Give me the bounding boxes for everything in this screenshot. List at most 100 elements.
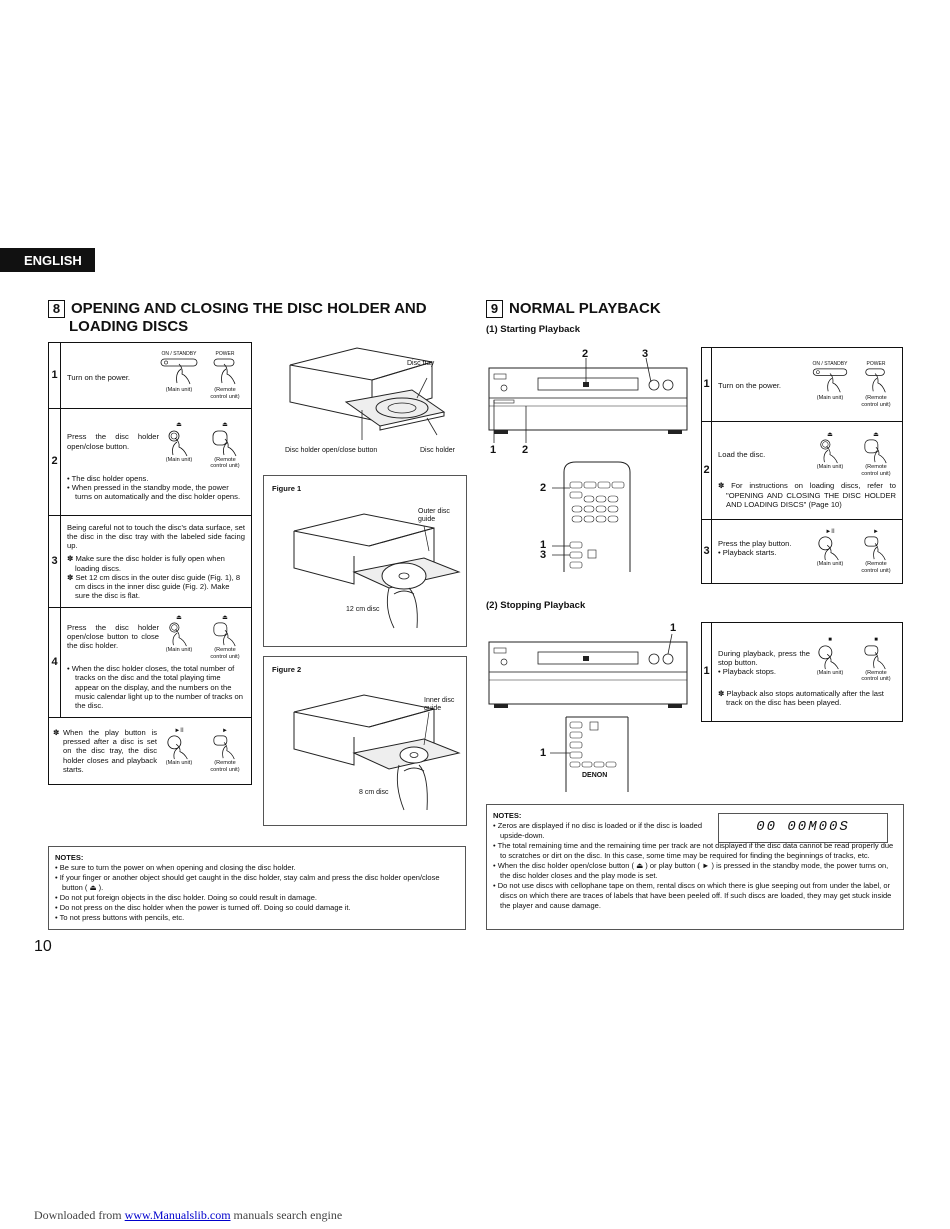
figure-label: Figure 1 xyxy=(272,484,302,493)
note-item: • Do not press on the disc holder when t… xyxy=(55,903,351,912)
main-unit-front-illustration xyxy=(488,357,688,443)
note-item: • If your finger or another object shoul… xyxy=(55,873,440,892)
manualslib-link[interactable]: www.Manualslib.com xyxy=(124,1208,231,1222)
step-text: Turn on the power. xyxy=(67,372,131,382)
stopping-playback-figure: 1 1 DENON xyxy=(486,622,691,792)
callout-number: 3 xyxy=(540,549,547,561)
section-8-steps: 1 Turn on the power. ON / STANDBY (Main … xyxy=(48,342,252,785)
step-bullet: • When pressed in the standby mode, the … xyxy=(67,483,241,502)
step-bullet: • When the disc holder closes, the total… xyxy=(67,664,243,711)
step-text: During playback, press the stop button. xyxy=(718,649,810,668)
callout-12cm-disc: 12 cm disc xyxy=(346,606,380,613)
step-number: 4 xyxy=(48,607,61,718)
callout-disc-tray: Disc tray xyxy=(407,360,435,367)
subheading-stopping-playback: (2) Stopping Playback xyxy=(486,600,586,611)
page-number: 10 xyxy=(34,938,52,955)
step-number: 3 xyxy=(48,515,61,608)
callout-disc-holder: Disc holder xyxy=(420,447,456,454)
callout-number: 2 xyxy=(540,482,547,494)
starting-playback-steps: 1 Turn on the power. ON / STANDBY (Main … xyxy=(701,347,903,584)
step-number: 1 xyxy=(48,342,61,409)
main-unit-front-figure: 2 3 1 2 xyxy=(486,348,691,460)
step-text: Turn on the power. xyxy=(718,380,782,390)
callout-open-close-button: Disc holder open/close button xyxy=(285,447,378,454)
step-bullet: ✽ Make sure the disc holder is fully ope… xyxy=(67,554,225,573)
remote-control-figure: 2 1 3 xyxy=(536,460,636,572)
subheading-starting-playback: (1) Starting Playback xyxy=(486,324,580,335)
main-unit-open-close-figure: ⏏ (Main unit) xyxy=(165,422,193,463)
callout-8cm-disc: 8 cm disc xyxy=(359,789,389,796)
callout-number: 2 xyxy=(582,348,589,360)
main-unit-play-figure: ►II (Main unit) xyxy=(816,528,844,568)
note-item: • Do not use discs with cellophane tape … xyxy=(493,881,892,910)
note-item: • Zeros are displayed if no disc is load… xyxy=(493,821,702,840)
step-number: 1 xyxy=(701,347,712,422)
callout-number: 2 xyxy=(522,444,529,456)
main-unit-power-figure: ON / STANDBY (Main unit) xyxy=(160,350,198,394)
step-text: When the play button is pressed after a … xyxy=(63,727,157,774)
main-unit-open-close-figure: ⏏ (Main unit) xyxy=(816,431,844,471)
main-unit-open-close-figure: ⏏ (Main unit) xyxy=(165,614,193,654)
step-bullet: • Playback starts. xyxy=(718,547,777,557)
note-symbol: ✽ xyxy=(53,727,60,737)
callout-number: 1 xyxy=(540,747,547,759)
remote-control-illustration xyxy=(552,461,631,572)
callout-number: 1 xyxy=(670,622,677,634)
step-bullet: ✽ For instructions on loading discs, ref… xyxy=(718,481,896,509)
callout-number: 3 xyxy=(642,348,649,360)
note-item: • Be sure to turn the power on when open… xyxy=(55,863,296,872)
notes-heading: NOTES: xyxy=(55,853,84,862)
notes-section-8: NOTES: • Be sure to turn the power on wh… xyxy=(48,846,466,930)
step-text: Press the disc holder open/close button … xyxy=(67,622,159,651)
cd-player-8cm-illustration xyxy=(293,694,461,811)
step-number: 3 xyxy=(701,519,712,584)
stopping-playback-steps: 1 During playback, press the stop button… xyxy=(701,622,903,722)
step-text: Being careful not to touch the disc's da… xyxy=(67,522,245,551)
main-unit-power-figure: ON / STANDBY (Main unit) xyxy=(812,360,848,402)
step-bullet: • Playback stops. xyxy=(718,667,776,677)
section-number: 9 xyxy=(486,300,503,318)
display-zeros-readout: 00 00M00S xyxy=(718,813,888,843)
step-bullet: ✽ Set 12 cm discs in the outer disc guid… xyxy=(67,572,241,601)
language-tab: ENGLISH xyxy=(0,248,95,272)
step-bullet: • The disc holder opens. xyxy=(67,473,149,483)
notes-heading: NOTES: xyxy=(493,811,522,820)
note-item: • Do not put foreign objects in the disc… xyxy=(55,893,317,902)
step-text: Press the disc holder open/close button. xyxy=(67,432,159,451)
callout-number: 1 xyxy=(540,539,547,551)
callout-number: 1 xyxy=(490,444,497,456)
note-item: • To not press buttons with pencils, etc… xyxy=(55,913,185,922)
note-item: • The total remaining time and the remai… xyxy=(493,841,894,860)
remote-brand-logo: DENON xyxy=(582,772,608,779)
cd-player-12cm-illustration xyxy=(293,513,461,629)
main-unit-stop-figure: ■ (Main unit) xyxy=(816,637,844,676)
cd-player-illustration xyxy=(289,347,446,440)
section-number: 8 xyxy=(48,300,65,318)
notes-section-9: NOTES: • Zeros are displayed if no disc … xyxy=(486,804,904,930)
main-unit-and-remote-illustration xyxy=(488,633,688,792)
step-text: Load the disc. xyxy=(718,449,766,459)
step-bullet: ✽ Playback also stops automatically afte… xyxy=(718,688,884,707)
step-number: 1 xyxy=(701,622,712,722)
note-item: • When the disc holder open/close button… xyxy=(493,861,889,880)
main-unit-play-figure: ►II (Main unit) xyxy=(165,727,193,767)
disc-holder-open-figure: Disc tray Disc holder open/close button … xyxy=(262,340,467,465)
figure-label: Figure 2 xyxy=(272,665,302,674)
step-text: Press the play button. xyxy=(718,538,792,548)
footer: Downloaded from www.Manualslib.com manua… xyxy=(34,1208,343,1222)
step-number: 2 xyxy=(48,408,61,516)
